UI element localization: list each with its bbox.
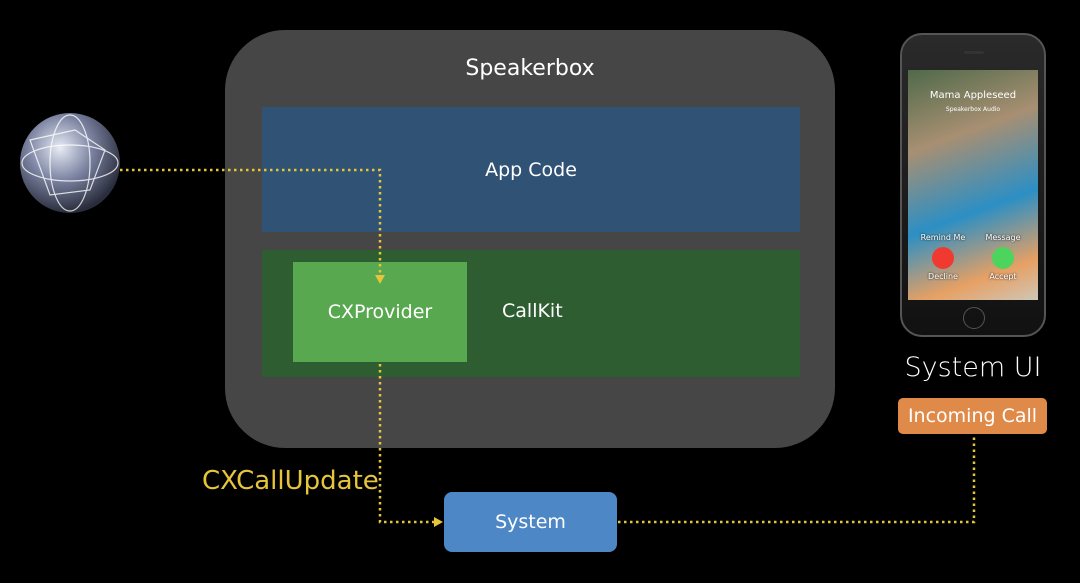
remind-me-label[interactable]: Remind Me [920, 233, 966, 242]
arrow-head-system [434, 517, 443, 527]
system-to-incoming-line [618, 436, 976, 524]
system-box: System [444, 492, 617, 552]
caller-name: Mama Appleseed [929, 90, 1017, 101]
speakerbox-title: Speakerbox [465, 56, 595, 81]
callkit-label: CallKit [502, 300, 563, 322]
globe-icon [20, 113, 120, 213]
home-button [963, 307, 985, 329]
caller-subtitle: Speakerbox Audio [945, 106, 1001, 113]
system-ui-label: System UI [904, 352, 1042, 383]
accept-label: Accept [989, 272, 1017, 281]
phone-screen: Mama Appleseed Speakerbox Audio Remind M… [908, 70, 1038, 300]
incoming-call-badge: Incoming Call [898, 398, 1047, 434]
decline-label: Decline [928, 272, 958, 281]
globe-to-cxprovider-line [120, 168, 382, 276]
app-code-box: App Code [262, 107, 800, 232]
cxprovider-to-system-line [378, 364, 436, 524]
speaker-grille [964, 51, 984, 54]
speakerbox-container [225, 30, 835, 448]
decline-button[interactable] [932, 247, 954, 269]
cxcallupdate-label: CXCallUpdate [202, 466, 379, 496]
message-label[interactable]: Message [985, 233, 1021, 242]
accept-button[interactable] [992, 247, 1014, 269]
arrow-head-cxprovider [375, 275, 385, 284]
